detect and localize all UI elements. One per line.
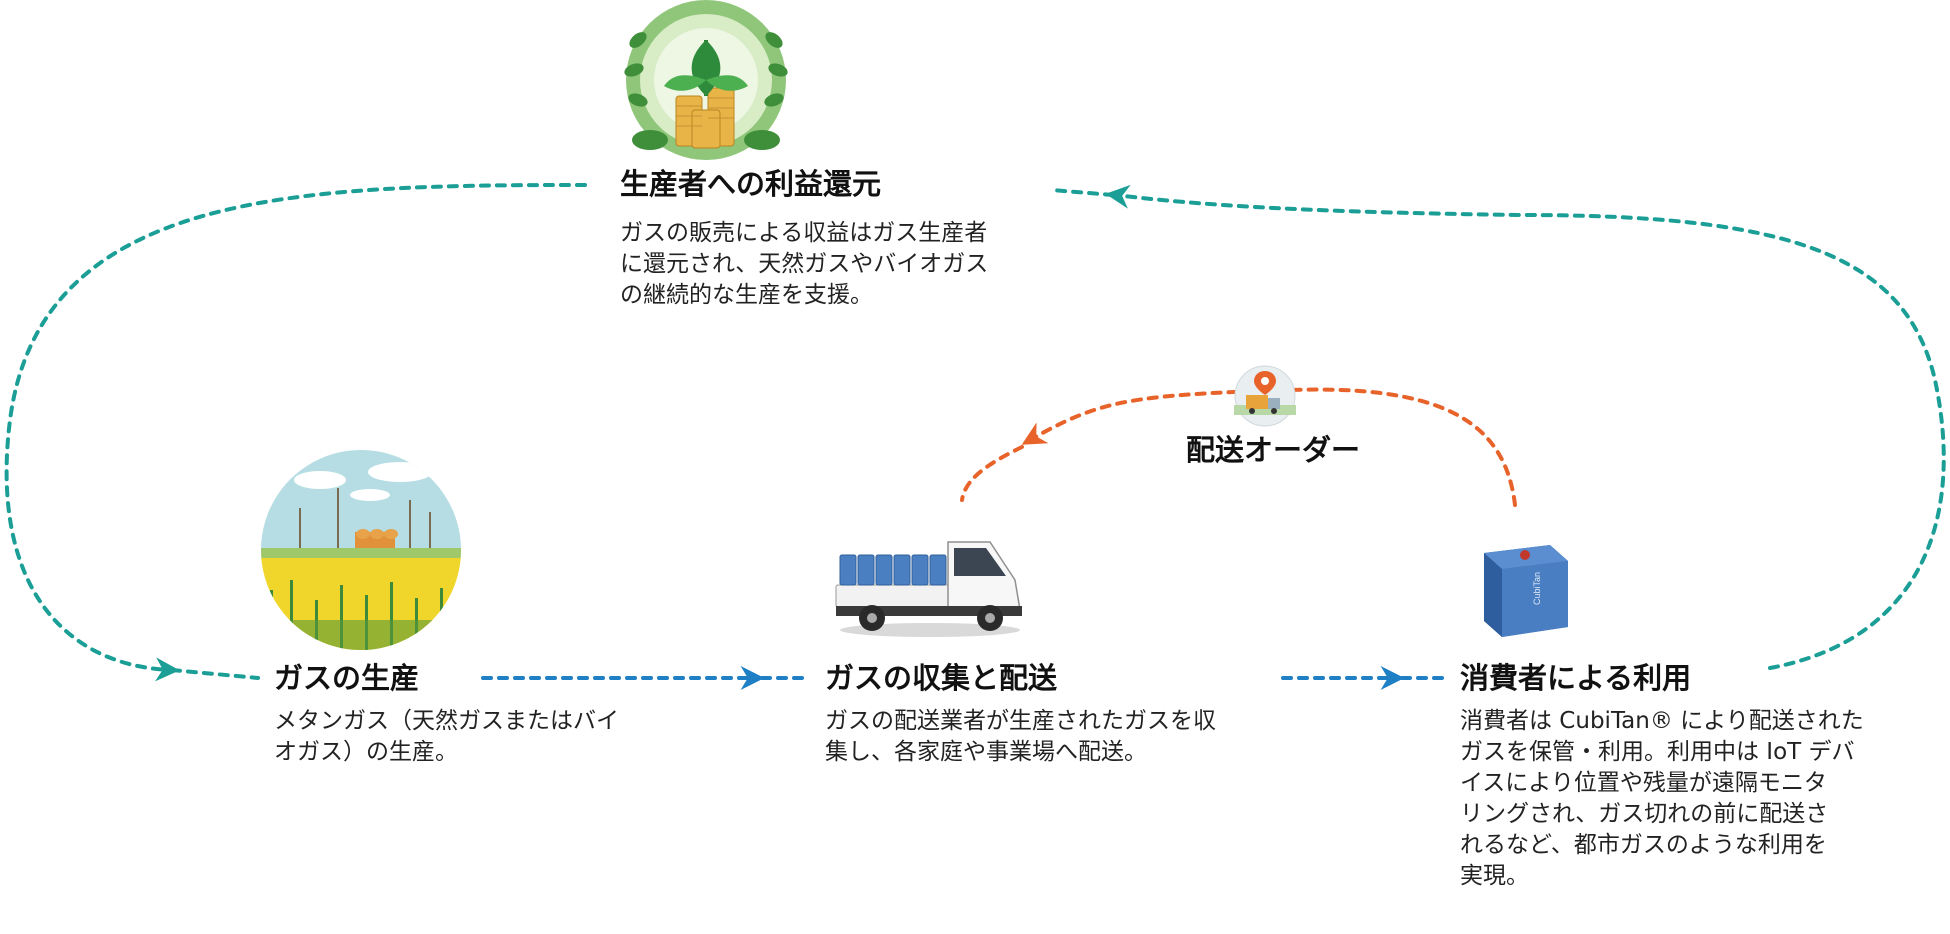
arrow-profit-tail [1050,188,1115,197]
profit-return-title: 生産者への利益還元 [620,167,882,201]
profit-return-desc: ガスの販売による収益はガス生産者 に還元され、天然ガスやバイオガス の継続的な生… [620,220,989,308]
delivery-order-icon [1234,365,1296,427]
consumer-use-desc: 消費者は CubiTan® により配送された ガスを保管・利用。利用中は IoT… [1460,708,1864,889]
arrow-production-tail [170,668,260,680]
gas-production-title: ガスの生産 [274,661,420,695]
cubitan-tank-icon: CubiTan [1484,545,1568,637]
collection-delivery-title: ガスの収集と配送 [825,661,1058,695]
gas-production-desc: メタンガス（天然ガスまたはバイ オガス）の生産。 [274,708,619,765]
delivery-order-title: 配送オーダー [1186,433,1361,467]
arrow-consumer-to-profit [1105,184,1946,670]
consumer-use-title: 消費者による利用 [1460,661,1692,695]
arrow-profit-to-production [4,183,587,682]
truck-icon [835,541,1022,637]
coins-plant-icon [624,0,788,160]
field-plant-icon [261,450,461,650]
tank-label: CubiTan [1532,572,1542,605]
collection-delivery-desc: ガスの配送業者が生産されたガスを収 集し、各家庭や事業場へ配送。 [825,708,1216,765]
arrow-delivery-order [1021,387,1517,507]
